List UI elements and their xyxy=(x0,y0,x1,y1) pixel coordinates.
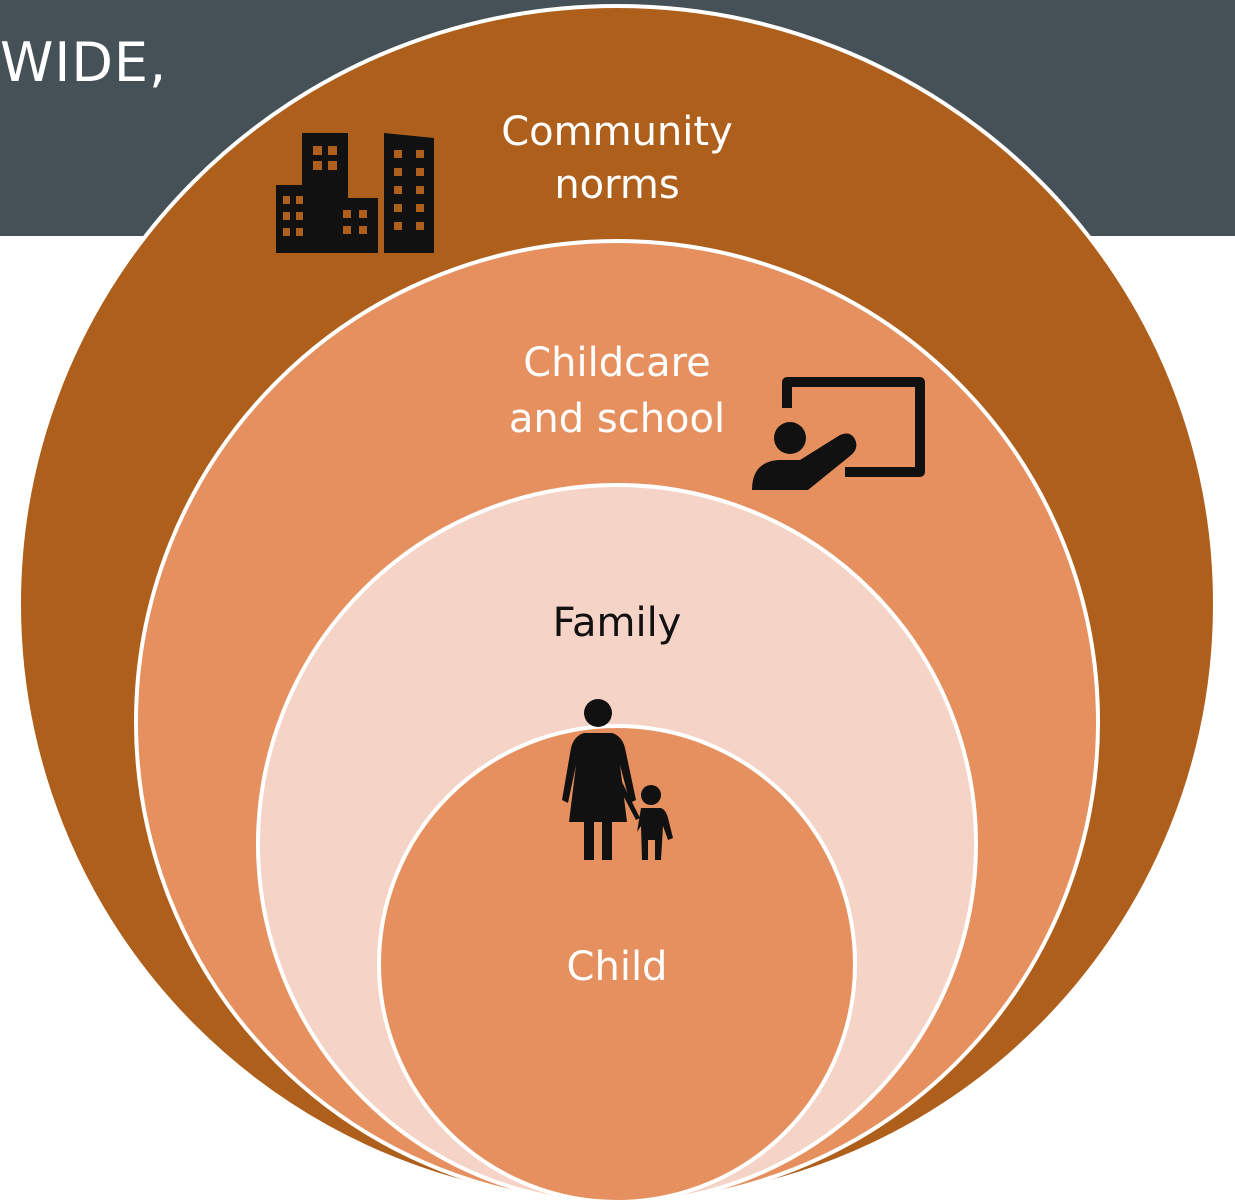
teacher-board-icon xyxy=(752,377,925,490)
child-circle xyxy=(377,724,857,1202)
parent-child-icon xyxy=(562,699,673,860)
childcare-label-line-1: Childcare xyxy=(523,340,711,386)
banner-title: WIDE, xyxy=(0,31,168,94)
childcare-label-line-2: and school xyxy=(509,396,725,442)
community-label-line-2: norms xyxy=(554,162,679,208)
community-label-line-1: Community xyxy=(501,109,733,155)
child-label: Child xyxy=(567,944,668,990)
family-label: Family xyxy=(553,600,682,646)
city-buildings-icon xyxy=(276,133,434,253)
